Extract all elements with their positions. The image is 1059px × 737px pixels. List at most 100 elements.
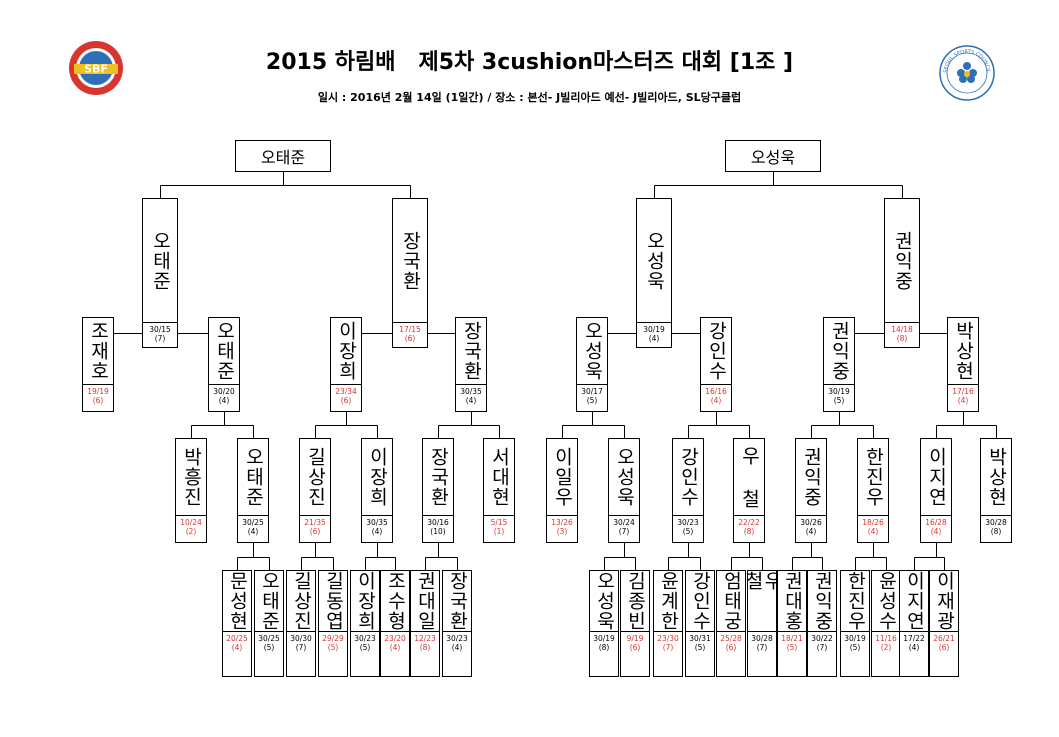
player-rank: (7) (295, 643, 307, 652)
player-result: 30/28(7) (748, 634, 776, 676)
player-name: 한진우 (862, 447, 885, 507)
player-rank: (4) (867, 527, 879, 536)
player-name: 오태준 (242, 447, 265, 507)
player-score: 30/30 (290, 634, 312, 643)
player-box: 우 철 30/28(7) (742, 570, 783, 677)
player-name-cell: 이재광 (930, 571, 958, 632)
player-score: 30/31 (689, 634, 711, 643)
player-name-cell: 우 철 (742, 571, 783, 632)
player-box: 이장희 23/34(6) (330, 317, 362, 412)
player-rank: (4) (371, 527, 383, 536)
player-score: 16/28 (925, 518, 947, 527)
player-rank: (1) (493, 527, 505, 536)
player-result: 30/22(7) (808, 634, 836, 676)
player-result: 30/19(5) (841, 634, 869, 676)
player-name-cell: 이장희 (351, 571, 379, 632)
player-result: 30/35(4) (362, 518, 392, 542)
player-name-cell: 한진우 (858, 439, 888, 516)
player-name-cell: 이장희 (331, 318, 361, 385)
player-name: 이지연 (903, 571, 926, 631)
player-name-cell: 박흥진 (176, 439, 206, 516)
player-name: 박흥진 (180, 447, 203, 507)
player-rank: (4) (957, 396, 969, 405)
player-score: 29/29 (322, 634, 344, 643)
player-box: 우 철 22/22(8) (733, 438, 765, 543)
player-name: 오태준 (258, 571, 281, 631)
player-score: 22/22 (738, 518, 760, 527)
player-score: 30/19 (844, 634, 866, 643)
player-name: 장국환 (399, 230, 422, 291)
player-result: 18/21(5) (778, 634, 806, 676)
player-rank: (2) (880, 643, 892, 652)
player-score: 30/16 (427, 518, 449, 527)
player-rank: (4) (218, 396, 230, 405)
player-name: 오성욱 (643, 230, 666, 291)
player-rank: (4) (465, 396, 477, 405)
player-result: 23/20(4) (381, 634, 409, 676)
player-name-cell: 권대일 (411, 571, 439, 632)
player-result: 17/22(4) (900, 634, 928, 676)
player-score: 17/15 (399, 325, 421, 334)
player-result: 30/19(8) (590, 634, 618, 676)
player-name: 권익중 (811, 571, 834, 631)
player-rank: (8) (896, 334, 908, 343)
player-name: 강인수 (705, 321, 728, 381)
player-name-cell: 장국환 (393, 199, 427, 323)
player-name-cell: 강인수 (701, 318, 731, 385)
player-score: 25/28 (720, 634, 742, 643)
player-score: 23/34 (335, 387, 357, 396)
player-name: 권익중 (891, 230, 914, 291)
player-score: 9/19 (626, 634, 644, 643)
player-score: 18/26 (862, 518, 884, 527)
player-rank: (6) (340, 396, 352, 405)
player-result: 30/16(10) (423, 518, 453, 542)
player-score: 23/20 (384, 634, 406, 643)
player-name-cell: 권익중 (824, 318, 854, 385)
player-result: 30/30(7) (287, 634, 315, 676)
player-name: 권대홍 (781, 571, 804, 631)
player-score: 18/21 (781, 634, 803, 643)
player-score: 12/23 (414, 634, 436, 643)
player-score: 30/19 (643, 325, 665, 334)
player-score: 30/35 (460, 387, 482, 396)
player-rank: (8) (743, 527, 755, 536)
player-result: 30/31(5) (686, 634, 714, 676)
sbf-logo: SBF (69, 41, 123, 95)
player-name-cell: 장국환 (443, 571, 471, 632)
player-rank: (6) (629, 643, 641, 652)
player-name-cell: 우 철 (734, 439, 764, 516)
player-result: 30/24(7) (609, 518, 639, 542)
player-score: 14/18 (891, 325, 913, 334)
player-rank: (4) (231, 643, 243, 652)
player-name: 우 철 (742, 571, 783, 591)
player-rank: (3) (556, 527, 568, 536)
event-info: 일시 : 2016년 2월 14일 (1일간) / 장소 : 본선- J빌리아드… (317, 91, 742, 104)
player-box: 권익중 30/22(7) (807, 570, 837, 677)
player-score: 16/16 (705, 387, 727, 396)
seoul-sports-council-logo: SEOUL SPORTS COUNCIL (939, 45, 995, 101)
player-name: 문성현 (226, 571, 249, 631)
player-result: 30/23(5) (351, 634, 379, 676)
player-name-cell: 권익중 (885, 199, 919, 323)
player-box: 권대홍 18/21(5) (777, 570, 807, 677)
player-score: 21/35 (304, 518, 326, 527)
player-result: 30/19(5) (824, 387, 854, 411)
player-score: 30/25 (258, 634, 280, 643)
player-name-cell: 오태준 (255, 571, 283, 632)
logo-left-text: SBF (84, 63, 108, 76)
player-score: 30/25 (242, 518, 264, 527)
player-rank: (8) (598, 643, 610, 652)
